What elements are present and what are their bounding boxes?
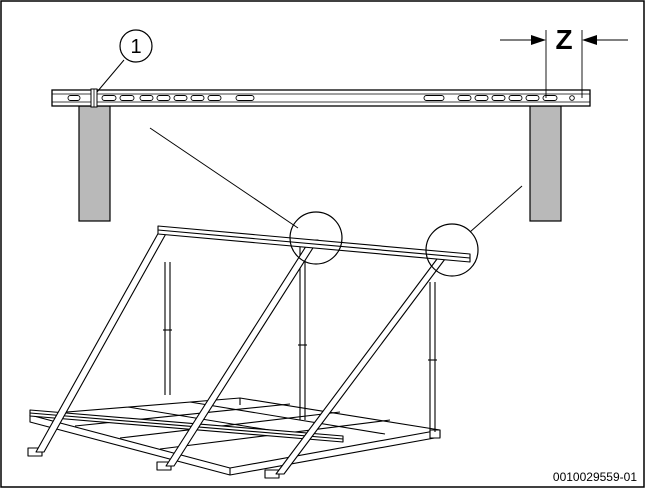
detail-leader-left [149,127,299,229]
right-support-post [529,105,562,222]
detail-view: 1 Z [51,24,628,233]
dimension-z-label: Z [555,24,572,55]
callout-1: 1 [96,29,153,93]
zoom-circle-left [289,211,343,265]
mounting-frame-isometric [27,211,479,479]
zoom-circle-right [425,223,479,277]
left-support-post [78,105,111,222]
detail-leader-right [469,185,523,233]
callout-1-label: 1 [130,36,141,58]
figure-id: 0010029559-01 [553,470,637,484]
horizontal-rail [51,88,591,108]
dimension-z: Z [500,24,628,98]
